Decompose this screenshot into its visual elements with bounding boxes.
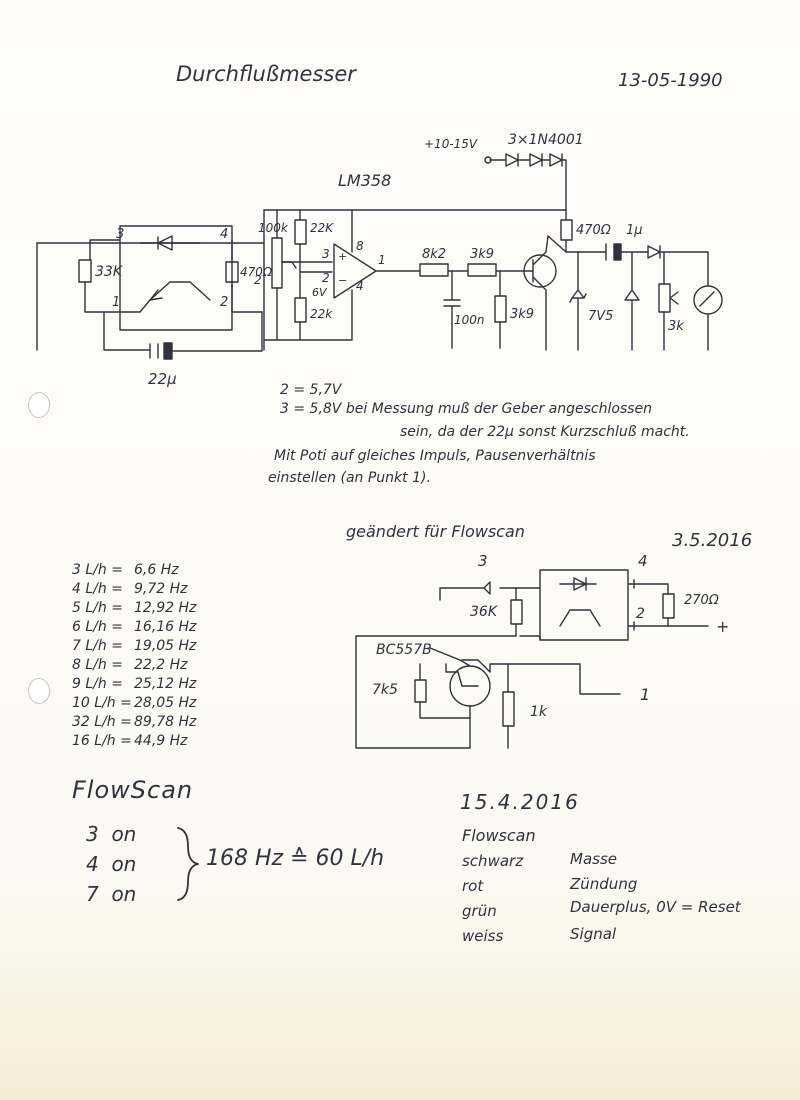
wire-color: weiss [462,927,504,945]
flow-rate: 8 L/h = [72,657,123,673]
dip-switch-4: 4 on [86,852,137,876]
flowscan-change-date: 3.5.2016 [672,530,753,551]
frequency: 6,6 Hz [134,562,179,578]
flowscan-heading: FlowScan [72,776,194,804]
flow-rate: 16 L/h = [72,733,132,749]
c1-op-in2: 2 [322,271,330,285]
frequency: 22,2 Hz [134,657,188,673]
wiring-date: 15.4.2016 [460,790,580,814]
c1-op-in3: 3 [322,247,330,261]
c1-r22k-top: 22K [310,221,334,235]
c1-r33k: 33K [95,264,124,280]
c2-pin4: 4 [638,552,648,570]
wire-color: grün [462,902,497,920]
note-line-5: einstellen (an Punkt 1). [268,470,431,486]
c1-r470a: 470Ω [240,265,273,279]
wire-function: Zündung [570,875,638,893]
c2-pin1: 1 [640,685,650,704]
flow-rate: 7 L/h = [72,638,123,654]
flow-rate: 9 L/h = [72,676,123,692]
wire-function: Masse [570,850,617,868]
frequency: 25,12 Hz [134,676,197,692]
page-title: Durchflußmesser [176,62,356,86]
c2-r1k: 1k [530,704,548,720]
c1-r8k2: 8k2 [422,247,446,262]
wire-color: rot [462,877,484,895]
flow-rate: 6 L/h = [72,619,123,635]
note-line-4: Mit Poti auf gleiches Impuls, Pausenverh… [274,448,596,464]
c1-op-minus: − [338,274,347,287]
c1-pin4: 4 [220,227,228,242]
punch-hole-bottom [28,678,50,704]
c1-6v: 6V [312,286,328,299]
c1-op-pin4: 4 [356,279,364,293]
frequency: 9,72 Hz [134,581,188,597]
c1-supply: +10-15V [424,137,478,151]
flow-rate: 32 L/h = [72,714,132,730]
frequency: 28,05 Hz [134,695,197,711]
c2-pin2: 2 [636,606,645,622]
c2-plus: + [716,617,729,636]
c1-pin1: 1 [112,295,120,310]
circuit-1 [36,153,723,360]
c1-r22k-bot: 22k [310,307,333,321]
dip-switch-3: 3 on [86,822,137,846]
frequency: 19,05 Hz [134,638,197,654]
c2-r36k: 36K [470,604,499,620]
frequency: 12,92 Hz [134,600,197,616]
c1-c22u: 22μ [148,370,177,388]
wire-function: Signal [570,925,617,943]
wiring-title: Flowscan [462,826,536,845]
c1-side2: 2 [254,273,262,287]
c1-z7v5: 7V5 [588,309,613,324]
c1-op-pin8: 8 [356,239,364,253]
c1-op-plus: + [338,250,347,263]
c2-r270: 270Ω [684,593,719,608]
circuit-2 [355,569,709,749]
c1-diodes: 3×1N4001 [508,132,584,148]
frequency: 89,78 Hz [134,714,197,730]
c1-p3k: 3k [668,319,684,334]
flow-rate: 5 L/h = [72,600,123,616]
c1-r470b: 470Ω [576,223,611,238]
c1-c1u: 1μ [626,223,643,238]
flowscan-result: 168 Hz ≙ 60 L/h [206,846,385,871]
page-date: 13-05-1990 [618,70,723,91]
c2-r7k5: 7k5 [372,682,398,698]
flow-rate: 3 L/h = [72,562,123,578]
c2-transistor: BC557B [376,642,432,658]
flowscan-change-title: geändert für Flowscan [346,522,525,541]
c2-pin3: 3 [478,552,488,570]
c1-r3k9b: 3k9 [510,307,534,322]
frequency: 16,16 Hz [134,619,197,635]
c1-pin2: 2 [220,295,228,310]
c1-c100n: 100n [454,313,485,327]
c1-op-pin1: 1 [378,253,386,267]
c1-pin3: 3 [116,227,124,242]
wire-function: Dauerplus, 0V = Reset [570,898,741,916]
c1-ic-label: LM358 [338,171,391,190]
note-line-2: 3 = 5,8V bei Messung muß der Geber anges… [280,401,653,417]
punch-hole-top [28,392,50,418]
flow-rate: 4 L/h = [72,581,123,597]
frequency: 44,9 Hz [134,733,188,749]
flow-rate: 10 L/h = [72,695,132,711]
c1-r100k: 100k [258,221,289,235]
dip-switch-7: 7 on [86,882,137,906]
note-line-1: 2 = 5,7V [280,382,342,398]
wire-color: schwarz [462,852,524,870]
c1-r3k9a: 3k9 [470,247,494,262]
note-line-3: sein, da der 22μ sonst Kurzschluß macht. [400,424,690,440]
